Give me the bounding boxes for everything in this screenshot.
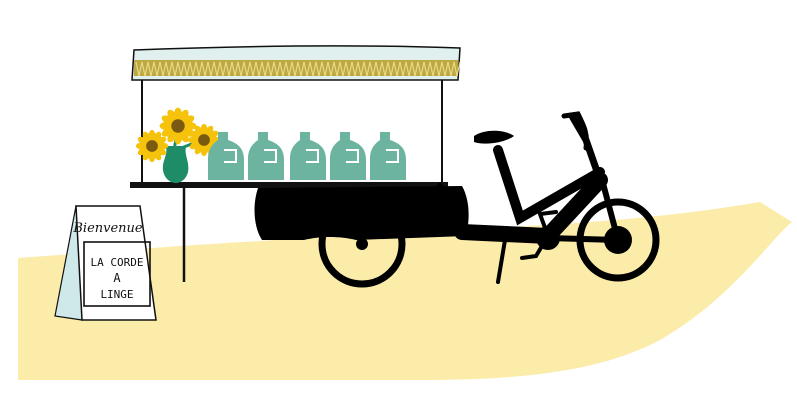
sunflower-center	[198, 134, 210, 146]
sign-frame	[83, 241, 151, 307]
vase	[162, 146, 189, 183]
bottle	[208, 132, 244, 180]
sunflower-center	[146, 140, 158, 152]
bottle-handle	[306, 149, 319, 163]
sunflower	[135, 129, 169, 163]
bottle	[248, 132, 284, 180]
display-shelf	[130, 182, 448, 188]
sign-line-2: A	[113, 271, 121, 285]
bottle-handle	[264, 149, 277, 163]
bottle	[290, 132, 326, 180]
sign-board: Bienvenue LA CORDE A LINGE	[54, 205, 157, 321]
cargo-wheel	[318, 200, 406, 288]
cargo-box	[254, 186, 469, 240]
sunflower	[159, 107, 197, 145]
bottle-handle	[224, 149, 237, 163]
bottles-row	[208, 132, 406, 180]
frame-seat-stay	[545, 169, 622, 244]
bottle-handle	[386, 149, 399, 163]
sunflower-center	[171, 119, 185, 133]
awning-fringe-zigzag	[135, 61, 461, 77]
awning-fringe	[135, 61, 461, 77]
sign-front-panel	[75, 205, 157, 321]
handlebar	[561, 111, 589, 151]
sunflower-petal	[206, 130, 219, 140]
bike-saddle	[474, 130, 514, 144]
sunflower	[187, 123, 221, 157]
bottle	[330, 132, 366, 180]
cargo-wheel-hub	[356, 238, 368, 250]
awning	[131, 45, 461, 81]
chainring	[536, 226, 560, 250]
sign-line-3: LINGE	[100, 288, 133, 301]
kickstand	[496, 238, 507, 284]
frame-top-tube	[493, 145, 605, 226]
sunflowers	[135, 107, 221, 163]
bottle-handle	[346, 149, 359, 163]
sign-line-1: LA CORDE	[91, 256, 144, 269]
ground-path	[18, 202, 792, 380]
sign-welcome-text: Bienvenue	[72, 221, 143, 236]
fork	[437, 183, 465, 235]
bottle	[370, 132, 406, 180]
sunflower-petal	[154, 136, 167, 146]
sunflower-bouquet	[135, 107, 221, 183]
sunflower-petal	[181, 115, 195, 126]
